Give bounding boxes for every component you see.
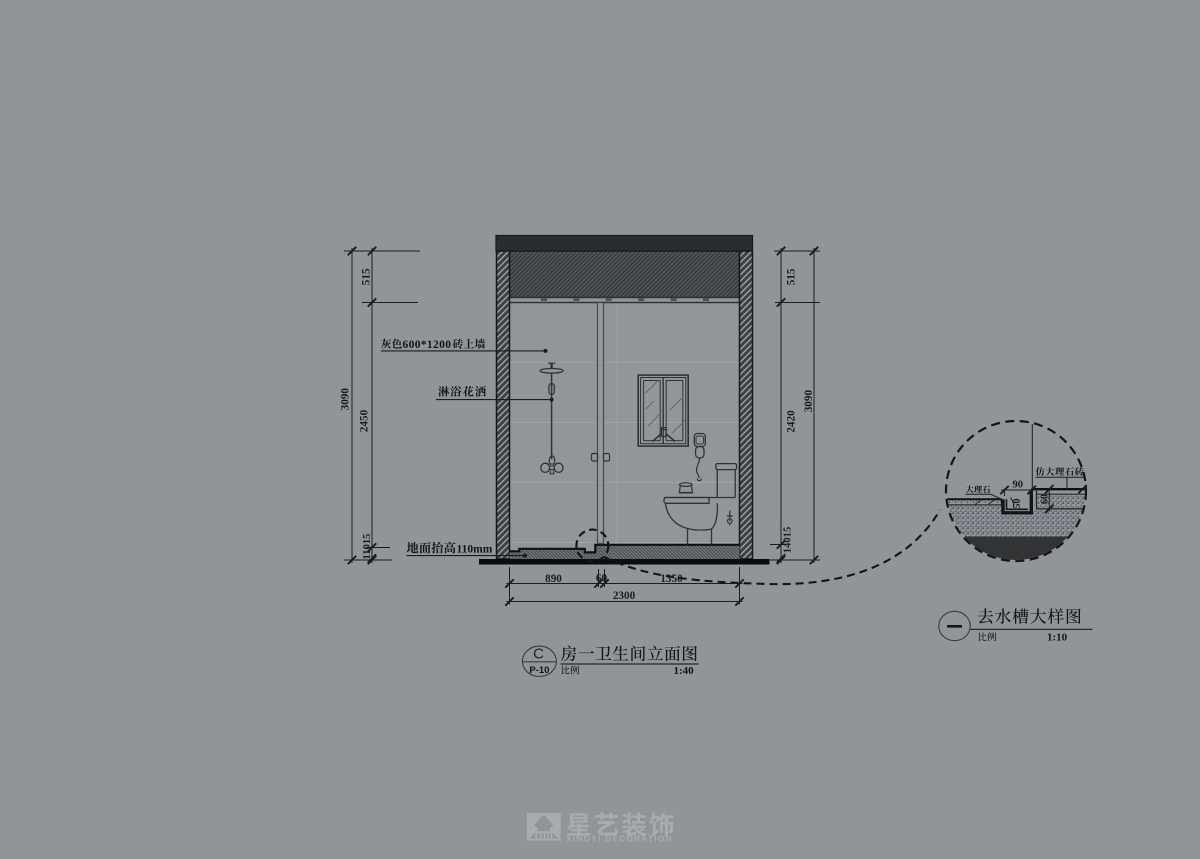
- svg-text:2300: 2300: [613, 590, 636, 602]
- svg-text:50: 50: [1012, 499, 1023, 509]
- svg-text:XINGYI DECORATION: XINGYI DECORATION: [566, 835, 673, 844]
- svg-text:600*1200: 600*1200: [403, 339, 452, 351]
- svg-text:60: 60: [1040, 494, 1051, 504]
- svg-text:1:10: 1:10: [1047, 632, 1068, 644]
- svg-text:60: 60: [596, 573, 608, 585]
- svg-text:90: 90: [1012, 480, 1023, 491]
- svg-text:14015: 14015: [783, 527, 794, 553]
- svg-text:2420: 2420: [786, 410, 798, 433]
- svg-text:890: 890: [545, 573, 562, 585]
- svg-text:11015: 11015: [362, 534, 373, 560]
- svg-text:110mm: 110mm: [457, 543, 493, 555]
- svg-text:C: C: [533, 646, 544, 663]
- svg-text:3090: 3090: [803, 390, 815, 413]
- svg-text:2450: 2450: [359, 409, 371, 432]
- svg-text:1350: 1350: [660, 573, 683, 585]
- svg-text:515: 515: [786, 268, 798, 285]
- svg-text:1:40: 1:40: [674, 665, 695, 677]
- svg-text:P-10: P-10: [529, 665, 549, 676]
- svg-text:3090: 3090: [339, 388, 351, 411]
- svg-text:515: 515: [361, 268, 373, 285]
